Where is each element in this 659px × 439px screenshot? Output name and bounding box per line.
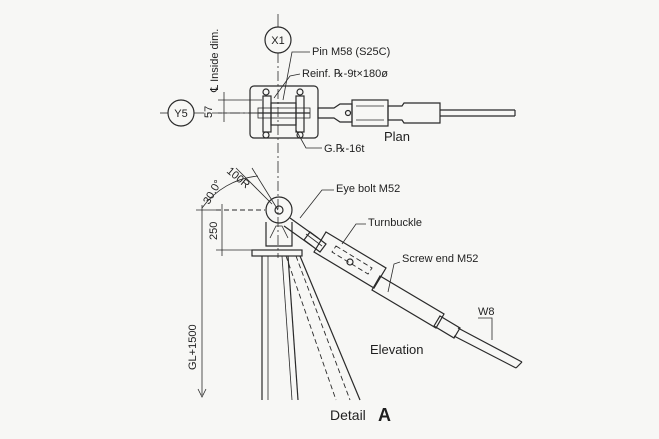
label-eye-bolt: Eye bolt M52 <box>336 183 400 195</box>
reinf-plate-left <box>262 95 272 133</box>
gusset-weld <box>269 225 289 239</box>
detail-title-letter: A <box>378 405 391 425</box>
elevation-view: 100R 30.0° 250 GL+1500 <box>187 163 523 401</box>
brace-dashed-1 <box>285 255 337 401</box>
angle-arc <box>201 175 259 209</box>
pin-head-top <box>262 88 270 96</box>
wire-elev-top <box>457 327 523 363</box>
screw-end-tip <box>433 315 461 339</box>
gusset-elev <box>265 222 293 247</box>
label-turnbuckle: Turnbuckle <box>368 217 422 229</box>
radius-leader <box>235 167 273 205</box>
leader-eye-bolt <box>299 189 334 219</box>
nut-top <box>296 88 304 96</box>
leader-turnbuckle <box>341 223 366 245</box>
eye-bolt-hole <box>274 205 284 215</box>
turnbuckle-plan-body <box>351 99 389 127</box>
label-gpl: G.℞-16t <box>324 143 364 155</box>
brace-solid <box>299 255 361 401</box>
turnbuckle-elev-nut <box>346 258 354 266</box>
screw-end-elev <box>371 275 445 329</box>
leader-pin <box>282 51 310 101</box>
elevation-title: Elevation <box>370 342 423 357</box>
label-screw-end: Screw end M52 <box>402 253 478 265</box>
column-leg-right-inner <box>281 255 293 401</box>
leader-wire <box>478 317 493 340</box>
inside-dim-label: ℄ Inside dim. <box>209 29 221 93</box>
label-reinf: Reinf. ℞-9t×180ø <box>302 68 388 80</box>
grid-label-x1: X1 <box>271 35 284 47</box>
turnbuckle-elev-body <box>313 231 387 289</box>
leader-reinf <box>273 73 301 99</box>
angle-label: 30.0° <box>201 178 224 206</box>
label-pin: Pin M58 (S25C) <box>312 46 390 58</box>
cap-plate <box>251 249 303 257</box>
pin-body <box>257 107 311 119</box>
turnbuckle-plan-end <box>317 103 353 123</box>
pin-head-bottom <box>262 131 270 139</box>
leader-gpl <box>295 129 322 149</box>
turnbuckle-plan-nut <box>344 109 352 117</box>
angle-ray <box>251 167 279 211</box>
dim-57-label: 57 <box>203 106 215 118</box>
wire-elev-bottom <box>453 335 517 369</box>
reinf-plate-right <box>295 95 305 133</box>
column-leg-right-outer <box>287 255 299 401</box>
eye-bolt-plan <box>270 102 297 126</box>
detail-title-text: Detail <box>330 407 366 423</box>
dim-gl-arrow <box>197 388 207 398</box>
radius-label: 100R <box>224 165 252 191</box>
detail-title: Detail A <box>330 405 391 425</box>
brace-dashed-2 <box>295 255 351 401</box>
eye-bolt-head <box>265 196 293 224</box>
plan-view: X1 Y5 ℄ Inside dim. 57 <box>160 14 516 163</box>
leader-screw-end <box>387 261 401 293</box>
dim-250-label: 250 <box>208 222 220 240</box>
gl-label: GL+1500 <box>187 324 199 370</box>
grid-label-y5: Y5 <box>174 108 187 120</box>
label-wire: W8 <box>478 306 495 318</box>
wire-elev-end <box>515 361 523 369</box>
turnbuckle-elev-slot <box>331 245 373 275</box>
screw-end-plan <box>387 102 441 124</box>
plan-title: Plan <box>384 129 410 144</box>
